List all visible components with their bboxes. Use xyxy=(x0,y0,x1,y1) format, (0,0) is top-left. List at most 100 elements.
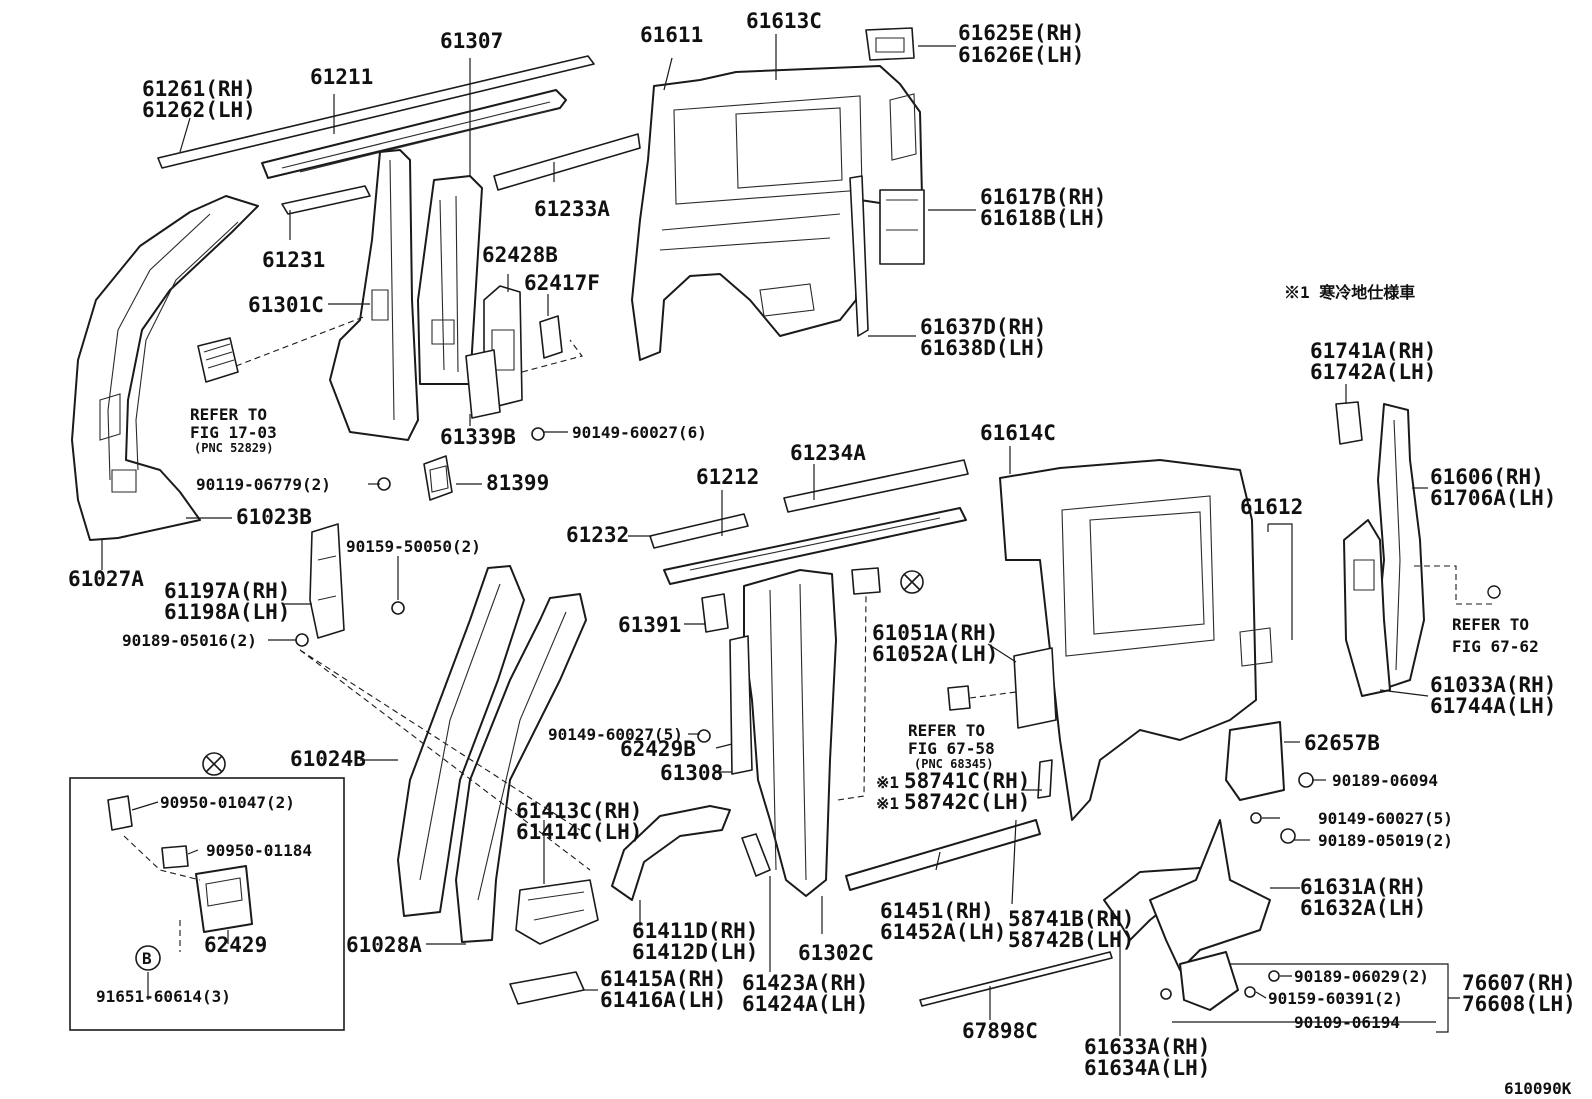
circle-b-letter: B xyxy=(142,949,152,968)
label-61631a-rh: 61631A(RH) xyxy=(1300,875,1426,899)
label-90119-06779-2: 90119-06779(2) xyxy=(196,475,331,494)
nut-90189-06029 xyxy=(1268,970,1280,982)
label-58741b-rh: 58741B(RH) xyxy=(1008,907,1134,931)
label-90149-60027-6: 90149-60027(6) xyxy=(572,423,707,442)
label-61231: 61231 xyxy=(262,248,325,272)
label-61262-lh: 61262(LH) xyxy=(142,98,256,122)
bracket-62429 xyxy=(195,865,253,933)
molding-67898c xyxy=(919,951,1113,1007)
mudguard-76607 xyxy=(1179,951,1239,1011)
label-61625e-rh: 61625E(RH) xyxy=(958,21,1084,45)
label-61234a: 61234A xyxy=(790,441,866,465)
rear-pillar-61606 xyxy=(1375,403,1425,691)
bolt-90149-60027-b xyxy=(697,729,711,743)
label-61024b: 61024B xyxy=(290,747,366,771)
label-90159-50050-2: 90159-50050(2) xyxy=(346,537,481,556)
label-58742c-lh: 58742C(LH) xyxy=(904,790,1030,814)
label-58741c-rh: 58741C(RH) xyxy=(904,769,1030,793)
bracket-upper xyxy=(851,567,881,595)
rail-61234a xyxy=(783,459,969,513)
label-91651-60614-3: 91651-60614(3) xyxy=(96,987,231,1006)
label-61416a-lh: 61416A(LH) xyxy=(600,988,726,1012)
label-61197a-rh: 61197A(RH) xyxy=(164,579,290,603)
pillar-reinforcement-61308 xyxy=(729,635,753,775)
wheel-house-61631a xyxy=(1149,819,1271,971)
cold-mark-1b: ※1 xyxy=(876,794,899,813)
label-61451-rh: 61451(RH) xyxy=(880,899,994,923)
roof-rail-61212 xyxy=(663,507,967,585)
quarter-panel-61614c xyxy=(999,459,1257,821)
label-61633a-rh: 61633A(RH) xyxy=(1084,1035,1210,1059)
refer-fig17-line2: FIG 17-03 xyxy=(190,423,277,442)
inset-frame xyxy=(69,777,345,1031)
label-61233a: 61233A xyxy=(534,197,610,221)
label-61028a: 61028A xyxy=(346,933,422,957)
label-61023b: 61023B xyxy=(236,505,312,529)
label-61626e-lh: 61626E(LH) xyxy=(958,43,1084,67)
callout-circle-b xyxy=(135,945,161,971)
label-90950-01047-2: 90950-01047(2) xyxy=(160,793,295,812)
label-90149-60027-5a: 90149-60027(5) xyxy=(548,725,683,744)
refer-fig67-62-line2: FIG 67-62 xyxy=(1452,637,1539,656)
refer-fig17-line1: REFER TO xyxy=(190,405,267,424)
label-61212: 61212 xyxy=(696,465,759,489)
label-61638d-lh: 61638D(LH) xyxy=(920,336,1046,360)
pillar-reinforcement-61231 xyxy=(281,185,371,215)
bolt-90149-60027 xyxy=(531,427,545,441)
label-61706a-lh: 61706A(LH) xyxy=(1430,486,1556,510)
label-61339b: 61339B xyxy=(440,425,516,449)
bracket-61413c xyxy=(515,879,599,945)
refer-fig67-58-line2: FIG 67-58 xyxy=(908,739,995,758)
label-61413c-rh: 61413C(RH) xyxy=(516,799,642,823)
label-76608-lh: 76608(LH) xyxy=(1462,992,1576,1016)
label-61052a-lh: 61052A(LH) xyxy=(872,642,998,666)
label-61614c: 61614C xyxy=(980,421,1056,445)
clip-90189-05016 xyxy=(295,633,309,647)
label-81399: 81399 xyxy=(486,471,549,495)
screw-90159-60391 xyxy=(1244,986,1256,998)
rear-pillar-inner-61033a xyxy=(1343,519,1391,697)
cold-mark-1a: ※1 xyxy=(876,773,899,792)
roof-drip-molding xyxy=(157,55,595,169)
bolt-90149-60027-c xyxy=(1250,812,1262,824)
crossed-circle-icon xyxy=(202,752,226,776)
label-61423a-rh: 61423A(RH) xyxy=(742,971,868,995)
center-pillar-inner-61307 xyxy=(417,175,483,385)
label-61027a: 61027A xyxy=(68,567,144,591)
front-pillar-outer xyxy=(71,195,259,541)
label-62429b: 62429B xyxy=(620,737,696,761)
bracket-61051a xyxy=(1013,647,1057,729)
refer-fig67-62-line1: REFER TO xyxy=(1452,615,1529,634)
cover-62417f xyxy=(539,315,563,359)
label-90950-01184: 90950-01184 xyxy=(206,841,312,860)
plug-90950-01047 xyxy=(107,795,133,831)
label-61211: 61211 xyxy=(310,65,373,89)
bolt-90159-50050 xyxy=(391,601,405,615)
label-90159-60391-2: 90159-60391(2) xyxy=(1268,989,1403,1008)
bracket-61197a xyxy=(309,523,345,639)
cap-refer-67-58 xyxy=(947,685,971,711)
cold-region-note: ※1 寒冷地仕様車 xyxy=(1284,283,1415,302)
extension-61423a xyxy=(741,833,771,877)
panel-61617b xyxy=(879,189,925,265)
label-61411d-rh: 61411D(RH) xyxy=(632,919,758,943)
label-61744a-lh: 61744A(LH) xyxy=(1430,694,1556,718)
refer-fig17-line3: (PNC 52829) xyxy=(194,441,273,455)
label-61741a-rh: 61741A(RH) xyxy=(1310,339,1436,363)
label-61606-rh: 61606(RH) xyxy=(1430,465,1544,489)
label-67898c: 67898C xyxy=(962,1019,1038,1043)
label-61611: 61611 xyxy=(640,23,703,47)
sill-61415a xyxy=(509,971,585,1005)
housing-62657b xyxy=(1225,721,1285,801)
label-61452a-lh: 61452A(LH) xyxy=(880,920,1006,944)
label-61414c-lh: 61414C(LH) xyxy=(516,820,642,844)
label-61261-rh: 61261(RH) xyxy=(142,77,256,101)
pad-61391 xyxy=(701,593,729,633)
label-90189-05019-2: 90189-05019(2) xyxy=(1318,831,1453,850)
label-61232: 61232 xyxy=(566,523,629,547)
label-61742a-lh: 61742A(LH) xyxy=(1310,360,1436,384)
label-61301c: 61301C xyxy=(248,293,324,317)
bracket-61625e xyxy=(865,27,915,61)
label-61612: 61612 xyxy=(1240,495,1303,519)
